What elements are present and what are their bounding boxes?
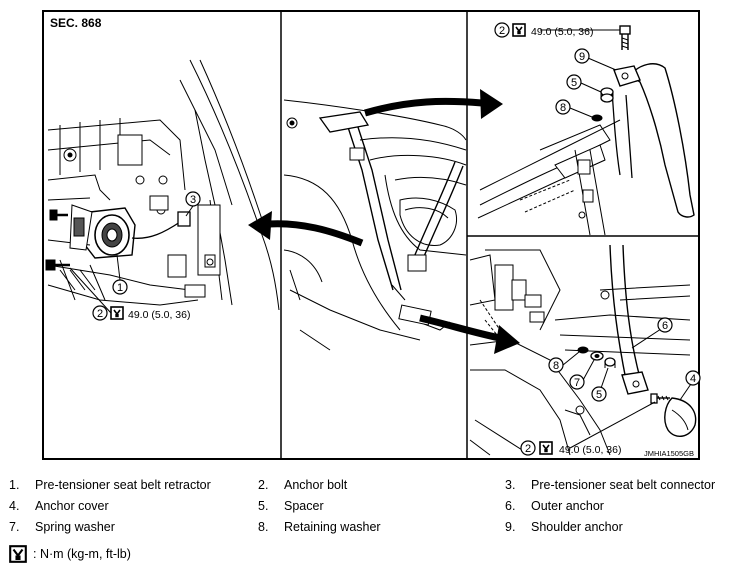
callout-8-washer-top: 8 [555,99,571,115]
legend-item: 8.Retaining washer [258,520,381,534]
callout-5-spacer-top: 5 [566,74,582,90]
callout-5-spacer-bottom: 5 [591,386,607,402]
legend-item: 4.Anchor cover [9,499,109,513]
legend-item: 1.Pre-tensioner seat belt retractor [9,478,211,492]
legend-item: 2.Anchor bolt [258,478,348,492]
callout-7-spring-washer: 7 [569,374,585,390]
section-label: SEC. 868 [50,16,102,30]
torque-spec-bottom-right: 2 49.0 (5.0, 36) [520,440,621,456]
svg-text:2: 2 [97,308,103,320]
svg-text:8: 8 [553,360,559,372]
legend-item: 6.Outer anchor [505,499,604,513]
svg-text:6: 6 [662,320,668,332]
bottom-right-panel-drawing [469,244,697,456]
svg-text:9: 9 [579,51,585,63]
arrow-to-left-panel [248,211,364,247]
torque-wrench-icon [9,545,27,563]
svg-text:49.0 (5.0, 36): 49.0 (5.0, 36) [531,26,593,38]
legend-item: 9.Shoulder anchor [505,520,623,534]
arrow-to-bottom-right-panel [419,314,520,354]
legend-item: 7.Spring washer [9,520,115,534]
svg-text:2: 2 [499,25,505,37]
left-panel-drawing [45,59,280,311]
svg-text:5: 5 [571,77,577,89]
callout-4-anchor-cover: 4 [685,370,701,386]
callout-3-connector: 3 [185,191,201,207]
callout-1-retractor: 1 [112,279,128,295]
torque-spec-top-right: 2 49.0 (5.0, 36) [494,22,593,38]
svg-text:3: 3 [190,194,196,206]
svg-text:8: 8 [560,102,566,114]
top-right-panel-drawing [477,25,695,236]
figure-id: JMHIA1505GB [644,449,694,458]
callout-8-washer-bottom: 8 [548,357,564,373]
legend-item: 3.Pre-tensioner seat belt connector [505,478,716,492]
svg-text:2: 2 [525,443,531,455]
svg-text:49.0 (5.0, 36): 49.0 (5.0, 36) [559,444,621,456]
torque-spec-left: 2 49.0 (5.0, 36) [92,305,190,321]
callout-6-outer-anchor: 6 [657,317,673,333]
svg-text:49.0 (5.0, 36): 49.0 (5.0, 36) [128,309,190,321]
callout-9-shoulder-anchor: 9 [574,48,590,64]
legend-item: 5.Spacer [258,499,324,513]
svg-text:4: 4 [690,373,696,385]
arrow-to-top-right-panel [364,89,503,119]
torque-unit-note: : N·m (kg-m, ft-lb) [9,545,131,563]
svg-text:1: 1 [117,282,123,294]
svg-text:7: 7 [574,377,580,389]
exploded-diagram: SEC. 868 [42,10,701,460]
svg-text:5: 5 [596,389,602,401]
